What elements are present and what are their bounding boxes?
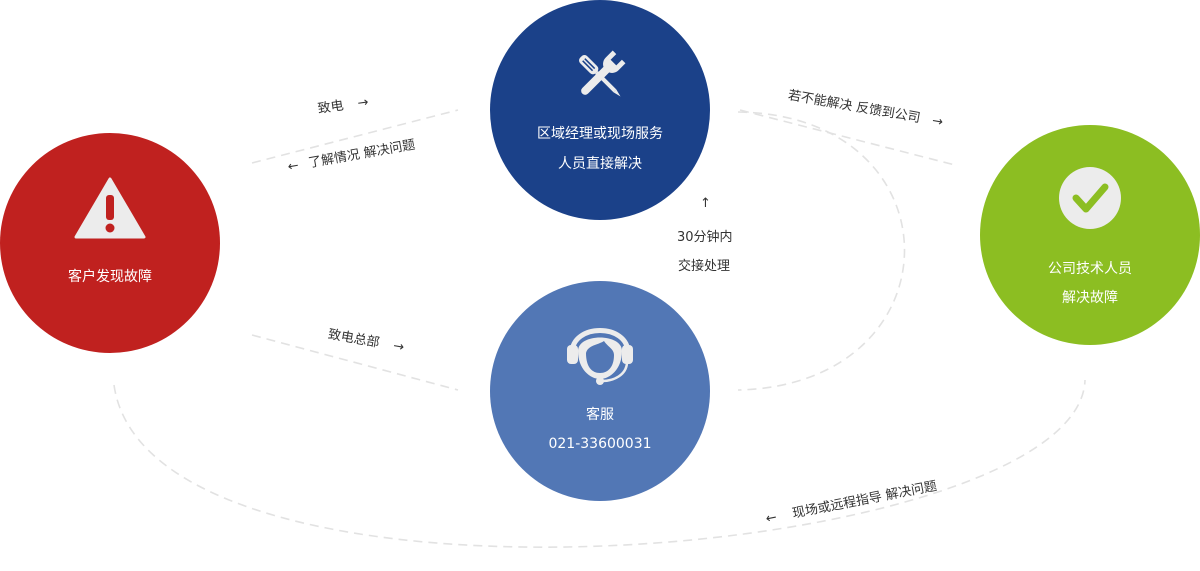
arrow-up-icon: ↑: [700, 196, 711, 211]
connector-customer-service: [251, 334, 459, 391]
tech-node: 公司技术人员 解决故障: [980, 125, 1200, 345]
edge-handover-line2: 交接处理: [678, 259, 731, 274]
manager-label-line1: 区域经理或现场服务: [537, 126, 663, 142]
tech-label-line2: 解决故障: [1062, 290, 1118, 306]
manager-label-line2: 人员直接解决: [558, 156, 642, 172]
warning-icon: [74, 177, 146, 239]
headset-agent-icon: [567, 328, 633, 385]
arrow-left-icon: ←: [764, 510, 779, 527]
arrow-left-icon: ←: [286, 158, 300, 175]
tools-icon: [579, 50, 626, 97]
customer-label: 客户发现故障: [68, 269, 152, 285]
arrow-right-icon: →: [356, 94, 370, 112]
customer-service-node: 客服 021-33600031: [490, 281, 710, 501]
connector-manager-tech: [739, 109, 956, 166]
edge-call-text: 致电: [316, 98, 345, 117]
service-label-line1: 客服: [586, 407, 614, 423]
tech-label-line1: 公司技术人员: [1048, 261, 1132, 277]
connector-loop-manager-service: [737, 111, 906, 391]
edge-handover-line1: 30分钟内: [677, 230, 733, 245]
check-icon: [1059, 167, 1121, 229]
customer-node: 客户发现故障: [0, 133, 220, 353]
edge-handover-arrow: ↑: [700, 196, 711, 212]
service-phone-number: 021-33600031: [548, 436, 652, 452]
connector-customer-manager: [251, 109, 459, 164]
manager-node: 区域经理或现场服务 人员直接解决: [490, 0, 710, 220]
connector-bottom-arc: [113, 379, 1086, 548]
